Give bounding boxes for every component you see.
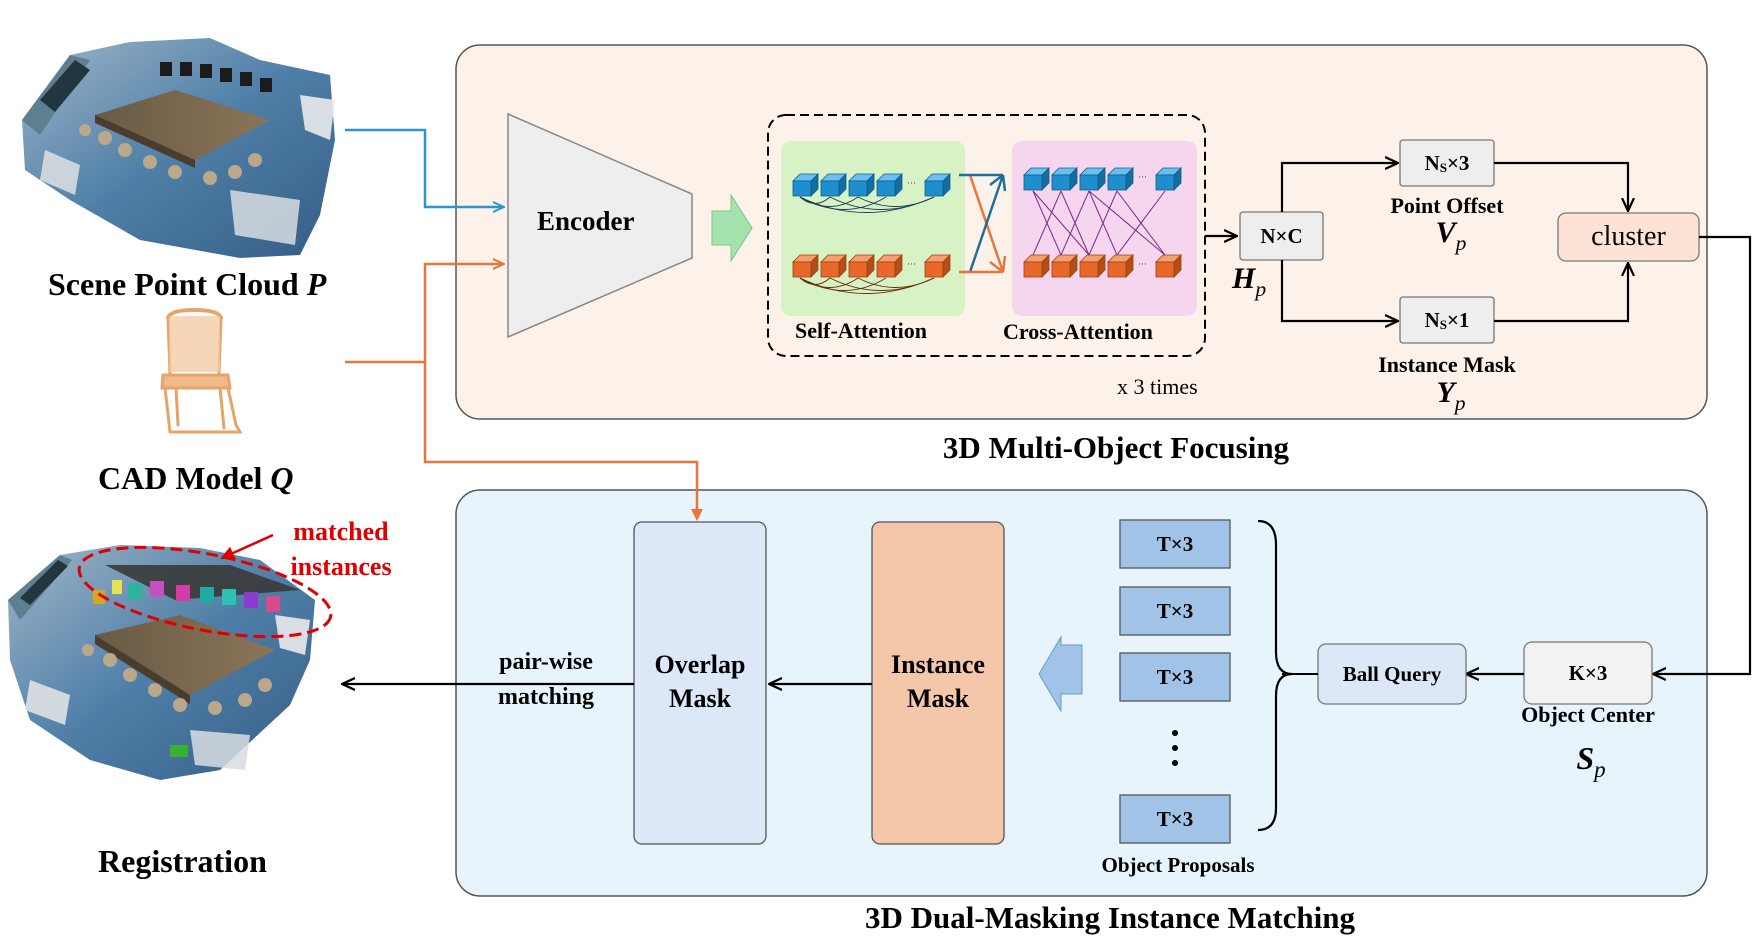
cad-chair-image bbox=[160, 307, 243, 434]
matching-title: 3D Dual-Masking Instance Matching bbox=[864, 900, 1355, 935]
object-center-label: Object Center bbox=[1521, 702, 1655, 727]
encoder-output-arrow bbox=[711, 193, 753, 263]
scene-to-encoder-arrow bbox=[345, 128, 503, 207]
mask-box-main: N bbox=[1424, 307, 1440, 332]
offset-box-main: N bbox=[1424, 150, 1440, 175]
k3-box: K×3 bbox=[1568, 660, 1608, 685]
scene-label-text: Scene Point Cloud bbox=[48, 266, 299, 302]
self-attention-orange-tokens: ··· bbox=[792, 254, 951, 294]
registration-image bbox=[8, 545, 315, 780]
overlap-mask-label: Overlap Mask bbox=[634, 644, 766, 720]
hp-symbol: H bbox=[1232, 262, 1256, 295]
vp-label: Vp bbox=[1416, 216, 1486, 255]
attention-block bbox=[767, 114, 1206, 357]
matched-line1: matched bbox=[293, 517, 389, 546]
svg-text:···: ··· bbox=[1138, 172, 1147, 182]
sp-label: Sp bbox=[1556, 740, 1626, 782]
svg-text:···: ··· bbox=[907, 259, 916, 269]
attention-swap-arrows bbox=[959, 173, 1007, 274]
proposal-to-instance-arrow bbox=[1038, 635, 1083, 713]
offset-to-cluster-arrow bbox=[1494, 161, 1628, 210]
repeat-label: x 3 times bbox=[1117, 374, 1198, 399]
mask-box-tail: ×1 bbox=[1446, 307, 1470, 332]
nc-to-mask-arrow bbox=[1280, 260, 1397, 321]
offset-box-tail: ×3 bbox=[1446, 150, 1470, 175]
point-offset-label: Point Offset bbox=[1390, 193, 1504, 218]
matched-arrow bbox=[220, 533, 274, 560]
ball-query-box: Ball Query bbox=[1342, 661, 1442, 686]
proposal-label-1: T×3 bbox=[1156, 531, 1194, 556]
mask-to-cluster-arrow bbox=[1494, 264, 1628, 323]
proposal-label-2: T×3 bbox=[1156, 598, 1194, 623]
instance-line2: Mask bbox=[906, 684, 970, 713]
cluster-to-center-arrow bbox=[1654, 235, 1752, 674]
registration-label: Registration bbox=[98, 843, 267, 879]
svg-text:···: ··· bbox=[907, 178, 916, 188]
hp-sub: p bbox=[1255, 276, 1267, 301]
svg-text:···: ··· bbox=[1138, 259, 1147, 269]
matched-line2: instances bbox=[290, 552, 392, 581]
hp-label: Hp bbox=[1232, 262, 1266, 301]
encoder-trapezoid bbox=[507, 112, 693, 339]
cross-attention-label: Cross-Attention bbox=[1003, 319, 1153, 344]
cross-attention-tokens: ··· ··· bbox=[1023, 167, 1182, 278]
object-proposals-label: Object Proposals bbox=[1101, 853, 1255, 877]
matched-instances-label: matched instances bbox=[281, 514, 401, 584]
cross-attention-bg bbox=[1012, 141, 1197, 316]
proposal-label-3: T×3 bbox=[1156, 664, 1194, 689]
cad-to-encoder-arrow bbox=[423, 264, 503, 362]
sp-sub: p bbox=[1594, 756, 1606, 783]
offset-box-sub: S bbox=[1439, 160, 1447, 175]
pairwise-matching-label: pair-wise matching bbox=[476, 645, 616, 715]
cad-model-label: CAD Model Q bbox=[98, 460, 294, 497]
proposal-box-3 bbox=[1119, 652, 1231, 702]
nc-box: N×C bbox=[1260, 223, 1303, 248]
instance-line1: Instance bbox=[891, 650, 985, 679]
instance-mask-top-label: Instance Mask bbox=[1378, 352, 1516, 377]
proposal-box-4 bbox=[1119, 794, 1231, 844]
instance-mask-label: Instance Mask bbox=[872, 644, 1004, 720]
proposal-ellipsis bbox=[1172, 730, 1178, 766]
scene-point-cloud-label: Scene Point Cloud P bbox=[48, 266, 326, 303]
proposal-box-2 bbox=[1119, 586, 1231, 636]
matched-instances-ellipse bbox=[77, 545, 333, 639]
nc-to-offset-arrow bbox=[1280, 163, 1397, 212]
encoder-label: Encoder bbox=[537, 206, 635, 236]
cad-to-overlap-arrow bbox=[345, 360, 703, 521]
vp-sub: p bbox=[1455, 230, 1467, 255]
self-attention-label: Self-Attention bbox=[795, 318, 927, 343]
self-attention-blue-tokens: ··· bbox=[792, 173, 951, 213]
yp-label: Yp bbox=[1416, 376, 1486, 415]
proposal-label-4: T×3 bbox=[1156, 806, 1194, 831]
cluster-box: cluster bbox=[1591, 221, 1666, 252]
cad-label-text: CAD Model bbox=[98, 460, 263, 496]
scene-symbol: P bbox=[306, 266, 327, 302]
overlap-line2: Mask bbox=[668, 684, 732, 713]
scene-point-cloud-image bbox=[22, 38, 335, 258]
focusing-title: 3D Multi-Object Focusing bbox=[942, 430, 1290, 465]
pairwise-line2: matching bbox=[498, 684, 594, 710]
overlap-line1: Overlap bbox=[654, 650, 746, 679]
sp-symbol: S bbox=[1576, 740, 1595, 776]
proposals-brace bbox=[1257, 519, 1293, 832]
yp-symbol: Y bbox=[1436, 376, 1455, 409]
yp-sub: p bbox=[1454, 390, 1466, 415]
proposal-box-1 bbox=[1119, 519, 1231, 569]
cad-symbol: Q bbox=[270, 460, 294, 496]
mask-box-sub: S bbox=[1439, 317, 1447, 332]
vp-symbol: V bbox=[1435, 216, 1456, 249]
pairwise-line1: pair-wise bbox=[499, 649, 593, 675]
